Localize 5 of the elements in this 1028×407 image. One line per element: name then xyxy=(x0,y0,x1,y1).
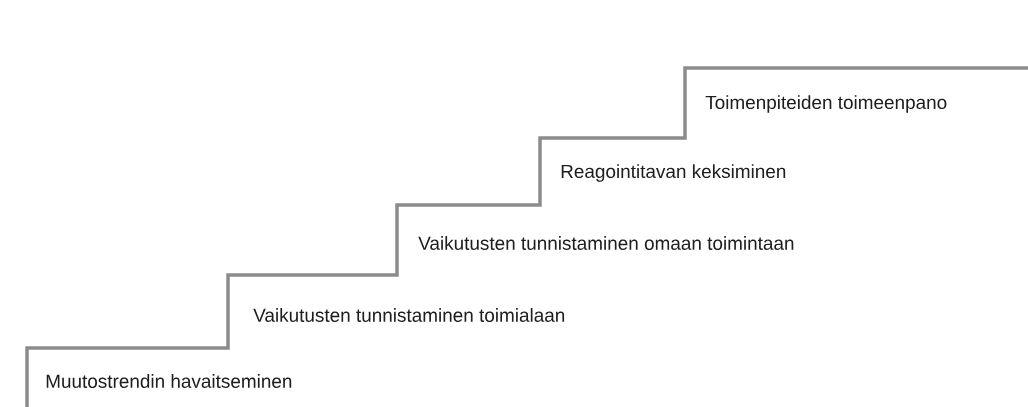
step-label: Vaikutusten tunnistaminen toimialaan xyxy=(253,308,565,322)
step-label: Reagointitavan keksiminen xyxy=(561,164,786,182)
step-label: Muutostrendin havaitseminen xyxy=(46,374,292,388)
step-label: Vaikutusten tunnistaminen omaan toimintaan xyxy=(418,236,794,250)
step-label: Toimenpiteiden toimeenpano xyxy=(705,95,947,113)
